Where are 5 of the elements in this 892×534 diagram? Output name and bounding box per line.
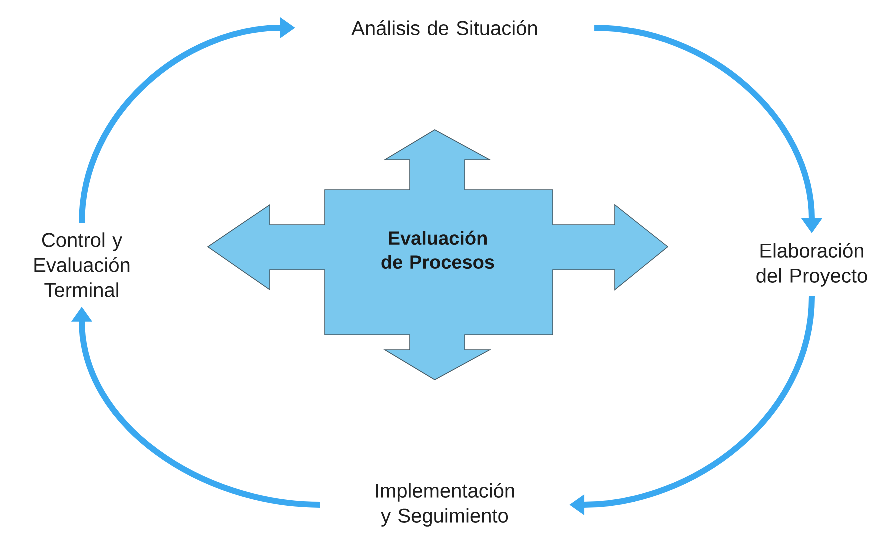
step-label: Control y Evaluación Terminal <box>34 232 130 298</box>
step-label: Elaboración del Proyecto <box>756 243 868 287</box>
step-label: Análisis de Situación <box>352 20 538 36</box>
step-label: Implementación y Seguimiento <box>376 483 514 527</box>
four-way-arrow-box: Evaluación de Procesos <box>207 130 669 380</box>
